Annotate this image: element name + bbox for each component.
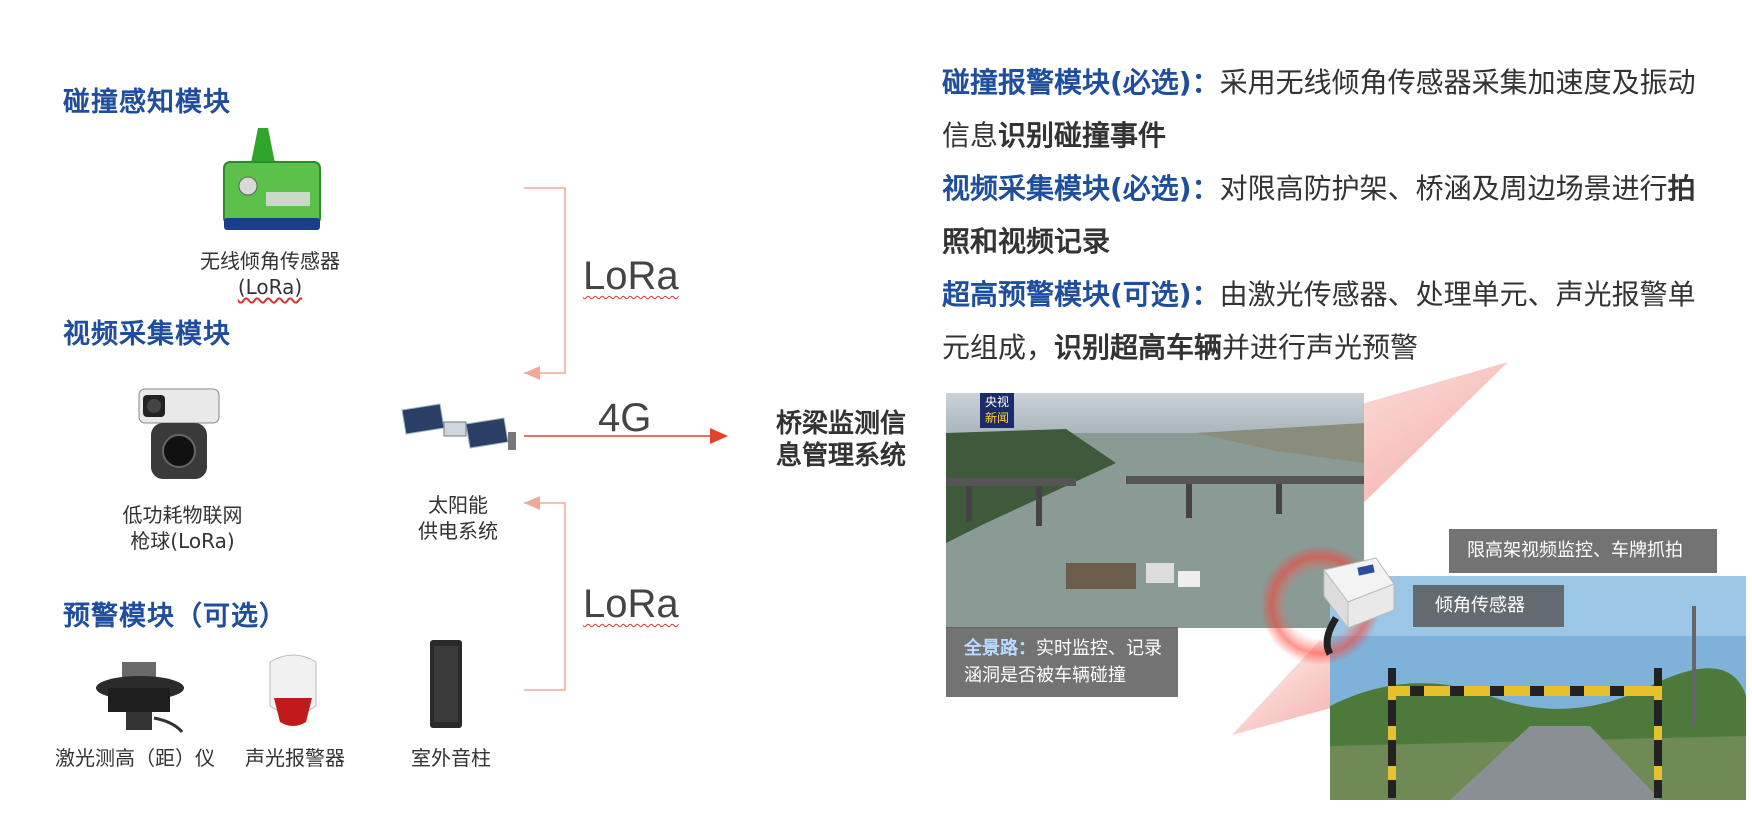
iot-camera-protocol: 枪球(LoRa) [130, 529, 235, 553]
bridge-monitoring-system: 桥梁监测信 息管理系统 [766, 408, 916, 472]
overheight-warning-tail: 并进行声光预警 [1222, 331, 1419, 364]
collision-alarm-description: 碰撞报警模块(必选)：采用无线倾角传感器采集加速度及振动信息识别碰撞事件 [942, 56, 1712, 162]
gantry-monitoring-tag: 限高架视频监控、车牌抓拍 [1449, 529, 1717, 573]
overheight-warning-body: 由激光传感器、处理单元、声光报警单元组成， [942, 278, 1696, 364]
tilt-sensor-protocol: (LoRa) [237, 275, 303, 299]
sound-light-alarm-caption: 声光报警器 [245, 746, 345, 770]
module-descriptions: 碰撞报警模块(必选)：采用无线倾角传感器采集加速度及振动信息识别碰撞事件 视频采… [942, 56, 1712, 374]
panorama-caption-box: 全景路：实时监控、记录涵洞是否被车辆碰撞 [946, 627, 1178, 697]
sound-light-alarm-image [269, 654, 317, 726]
solar-power-name-line2: 供电系统 [418, 519, 498, 543]
video-capture-emphasis: 拍照和视频记录 [942, 172, 1696, 258]
video-capture-heading: 视频采集模块(必选)： [942, 172, 1220, 205]
tilt-sensor-caption: 无线倾角传感器 (LoRa) [180, 248, 360, 300]
lora-bottom-label: LoRa [583, 582, 679, 626]
panorama-caption-heading: 全景路： [964, 638, 1036, 659]
cctv-news-logo-line1: 央视 [984, 395, 1009, 409]
system-name-line1: 桥梁监测信 [775, 409, 906, 439]
4g-label: 4G [598, 396, 652, 440]
collision-alarm-emphasis: 识别碰撞事件 [998, 119, 1167, 152]
overheight-warning-description: 超高预警模块(可选)：由激光传感器、处理单元、声光报警单元组成，识别超高车辆并进… [942, 268, 1712, 374]
outdoor-speaker-image [430, 640, 462, 728]
warning-module-title: 预警模块（可选） [63, 601, 287, 632]
solar-power-name-line1: 太阳能 [428, 493, 488, 517]
iot-camera-name: 低功耗物联网 [122, 503, 243, 527]
lora-bottom-bracket [524, 496, 566, 691]
video-module-title: 视频采集模块 [63, 319, 231, 350]
tilt-sensor-tag: 倾角传感器 [1413, 585, 1564, 627]
system-name-line2: 息管理系统 [775, 441, 906, 471]
panorama-caption-body: 实时监控、记录涵洞是否被车辆碰撞 [964, 638, 1162, 686]
collision-alarm-body: 采用无线倾角传感器采集加速度及振动信息 [942, 66, 1696, 152]
overheight-warning-heading: 超高预警模块(可选)： [942, 278, 1220, 311]
arrow-4g [524, 428, 728, 444]
solar-power-caption: 太阳能 供电系统 [400, 492, 516, 544]
video-capture-body: 对限高防护架、桥涵及周边场景进行 [1219, 172, 1668, 205]
tilt-sensor-image [223, 128, 321, 230]
tilt-sensor-name: 无线倾角传感器 [200, 249, 340, 273]
collision-alarm-heading: 碰撞报警模块(必选)： [942, 66, 1220, 99]
tilt-sensor-device-image [1323, 557, 1395, 656]
lora-top-label: LoRa [583, 254, 679, 298]
video-capture-description: 视频采集模块(必选)：对限高防护架、桥涵及周边场景进行拍照和视频记录 [942, 162, 1712, 268]
cctv-news-logo: 央视 新闻 [980, 393, 1014, 428]
solar-power-image [401, 403, 516, 450]
outdoor-speaker-caption: 室外音柱 [411, 746, 491, 770]
collision-module-title: 碰撞感知模块 [63, 87, 231, 118]
lora-top-bracket [524, 187, 566, 380]
iot-camera-image [138, 388, 220, 479]
overheight-warning-emphasis: 识别超高车辆 [1054, 331, 1223, 364]
laser-rangefinder-caption: 激光测高（距）仪 [55, 746, 215, 770]
iot-camera-caption: 低功耗物联网 枪球(LoRa) [100, 502, 265, 554]
laser-rangefinder-image [96, 662, 184, 733]
cctv-news-logo-line2: 新闻 [984, 411, 1009, 425]
